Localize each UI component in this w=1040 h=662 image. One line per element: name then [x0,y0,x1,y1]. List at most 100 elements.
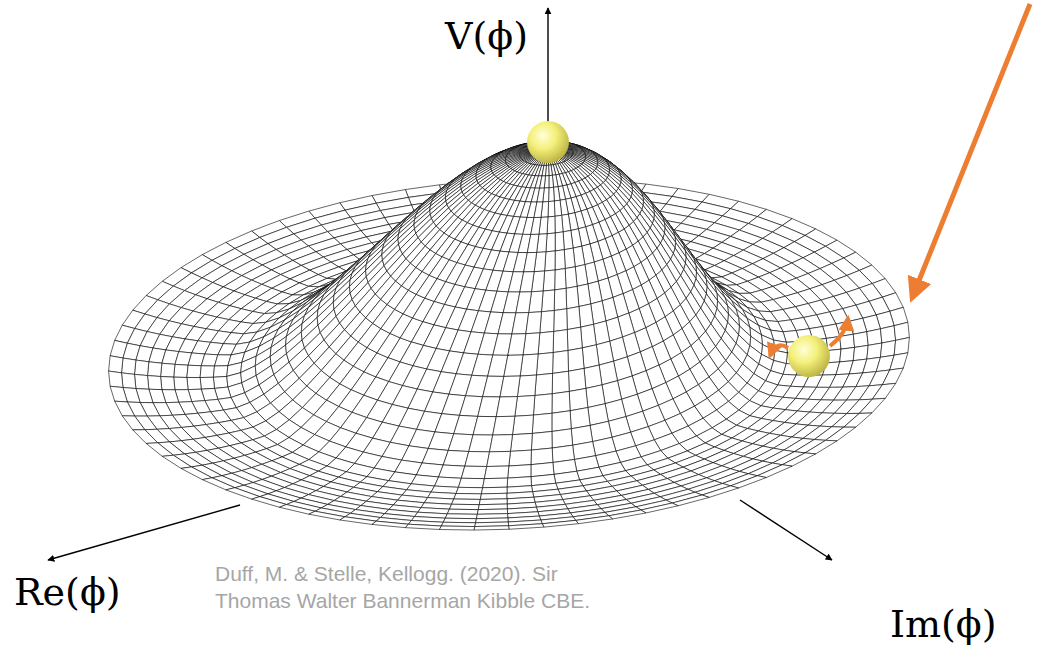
surface-cell [563,230,573,249]
surface-cell [174,364,188,377]
surface-cell [554,309,568,332]
surface-cell [880,326,895,343]
surface-cell [575,265,588,287]
surface-cell [553,351,569,374]
mexican-hat-surface [109,141,910,530]
surface-cell [531,431,552,450]
surface-cell [549,175,554,187]
surface-cell [584,365,602,388]
surface-cell [526,312,542,334]
surface-cell [515,396,535,417]
surface-cell [541,290,554,312]
surface-cell [555,250,565,270]
surface-cell [537,188,544,202]
surface-cell [549,187,555,201]
surface-cell [146,443,173,456]
surface-cell [122,416,145,430]
surface-cell [555,232,564,251]
surface-cell [894,337,909,355]
surface-cell [545,251,556,271]
surface-cell [552,429,573,448]
surface-cell [548,201,555,217]
surface-cell [490,435,513,452]
surface-cell [109,371,123,387]
surface-cell [187,377,201,389]
surface-cell [859,398,885,413]
surface-cell [134,360,148,376]
surface-cell [569,388,588,410]
surface-cell [570,408,590,429]
surface-cell [853,345,868,360]
surface-cell [500,376,520,397]
surface-cell [536,353,553,375]
surface-cell [579,304,594,327]
surface-cell [133,430,158,444]
surface-cell [564,248,575,268]
surface-cell [134,374,148,389]
surface-cell [565,267,577,289]
surface-cell [122,358,136,374]
surface-cell [508,334,526,356]
surface-cell [533,394,552,415]
surface-cell [552,411,571,432]
surface-cell [567,327,582,350]
surface-cell [109,356,123,373]
surface-cell [581,324,597,348]
surface-cell [161,377,175,390]
re-axis [48,505,240,560]
surface-cell [510,433,532,451]
surface-cell [213,366,227,378]
surface-cell [535,373,553,395]
surface-cell [840,347,855,362]
surface-cell [577,284,591,307]
surface-cell [504,355,523,376]
surface-cell [553,330,568,353]
surface-cell [805,440,837,454]
surface-cell [853,332,868,348]
surface-cell [534,202,543,218]
surface-cell [181,467,212,480]
surface-cell [554,288,567,310]
surface-cell [555,269,566,290]
surface-cell [867,343,882,359]
surface-cell [552,371,569,394]
surface-cell [493,416,515,435]
surface-cell [110,386,127,402]
surface-cell [520,272,534,292]
surface-cell [882,368,903,385]
surface-cell [826,427,856,441]
surface-cell [555,215,563,233]
surface-cell [200,366,214,378]
im-axis [740,500,832,560]
surface-cell [880,340,895,357]
surface-cell [174,377,188,390]
axes [48,8,832,560]
surface-cell [568,348,584,371]
surface-cell [543,270,555,291]
surface-cell [187,365,201,377]
surface-cell [542,165,546,176]
surface-cell [552,391,570,413]
surface-cell [547,216,555,233]
surface-cell [549,165,553,176]
surface-cell [162,455,191,468]
surface-cell [872,383,895,399]
surface-cell [161,363,175,377]
surface-cell [546,233,555,252]
surface-cell [524,252,537,271]
surface-cell [527,234,539,252]
surface-cell [516,292,532,313]
v-axis [547,8,548,125]
surface-cell [473,416,496,435]
surface-cell [200,377,214,389]
surface-cell [844,413,872,427]
surface-cell [554,200,561,216]
surface-cell [567,307,581,330]
surface-cell [538,331,554,354]
surface-cell [443,450,469,466]
surface-cell [566,286,579,308]
surface-cell [496,397,517,417]
surface-cell [469,435,493,452]
surface-cell [890,353,908,370]
